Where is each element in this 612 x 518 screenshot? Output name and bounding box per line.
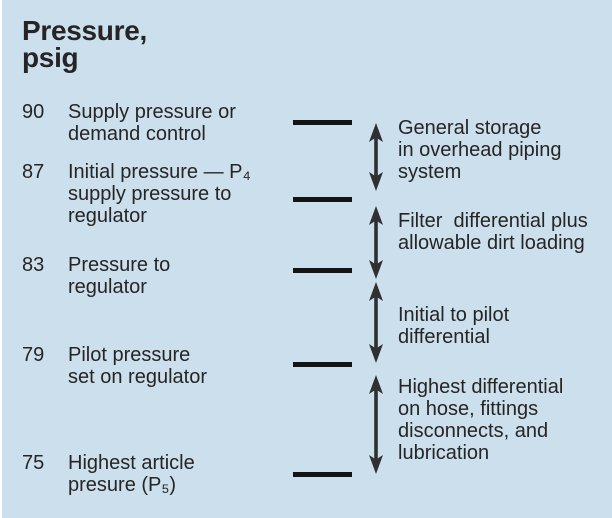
double-arrow-icon bbox=[369, 375, 383, 474]
pressure-value: 90 bbox=[22, 101, 45, 123]
annotation-general-storage: General storage in overhead piping syste… bbox=[398, 117, 562, 183]
double-arrow-icon bbox=[369, 206, 383, 279]
pressure-label: Pressure to regulator bbox=[68, 254, 171, 298]
pressure-row-90: 90 Supply pressure or demand control bbox=[22, 101, 236, 145]
annotation-initial-to-pilot: Initial to pilot differential bbox=[398, 304, 510, 348]
scale-tick-90 bbox=[293, 120, 352, 125]
double-arrow-icon bbox=[369, 282, 383, 363]
pressure-value: 75 bbox=[22, 452, 45, 474]
scale-tick-83 bbox=[293, 268, 352, 273]
scale-tick-87 bbox=[293, 197, 352, 202]
pressure-row-75: 75 Highest article presure (P₅) bbox=[22, 452, 195, 496]
scale-tick-79 bbox=[293, 362, 352, 367]
pressure-value: 83 bbox=[22, 254, 45, 276]
double-arrow-icon bbox=[369, 123, 383, 191]
diagram-title: Pressure, psig bbox=[22, 15, 147, 73]
page-left-margin bbox=[0, 0, 2, 518]
pressure-row-79: 79 Pilot pressure set on regulator bbox=[22, 344, 207, 388]
annotation-highest-differential: Highest differential on hose, fittings d… bbox=[398, 376, 564, 464]
annotation-filter-differential: Filter differential plus allowable dirt … bbox=[398, 210, 588, 254]
pressure-row-83: 83 Pressure to regulator bbox=[22, 254, 170, 298]
pressure-label: Pilot pressure set on regulator bbox=[68, 344, 207, 388]
pressure-label: Initial pressure — P₄ supply pressure to… bbox=[68, 161, 251, 227]
pressure-label: Supply pressure or demand control bbox=[68, 101, 236, 145]
pressure-value: 79 bbox=[22, 344, 45, 366]
scale-tick-75 bbox=[293, 472, 352, 477]
pressure-label: Highest article presure (P₅) bbox=[68, 452, 195, 496]
pressure-value: 87 bbox=[22, 161, 45, 183]
pressure-row-87: 87 Initial pressure — P₄ supply pressure… bbox=[22, 161, 251, 227]
